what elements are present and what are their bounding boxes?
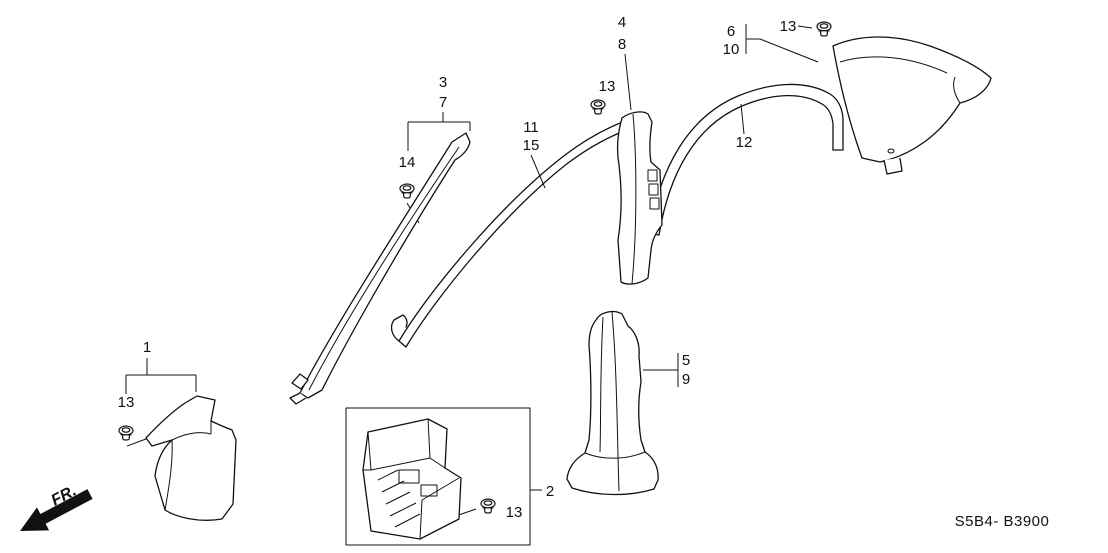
- inner-arc: [658, 94, 834, 236]
- part-bracket-box: [345, 407, 531, 546]
- callout-5: 5: [682, 352, 690, 369]
- inner-edge: [405, 125, 639, 348]
- callout-13-quarter: 13: [780, 18, 797, 35]
- mount-tab: [289, 373, 309, 405]
- detail-line: [839, 56, 961, 104]
- outline: [566, 310, 659, 496]
- detail-line: [631, 113, 637, 285]
- outer-arc: [648, 83, 844, 234]
- detail-line: [308, 146, 460, 391]
- callout-12: 12: [736, 134, 753, 151]
- part-roof-side-weatherstrip: [648, 83, 844, 236]
- callout-6: 6: [727, 23, 735, 40]
- mount-foot: [883, 157, 903, 175]
- part-b-pillar-lower-garnish: [566, 310, 659, 496]
- callout-11: 11: [523, 119, 539, 136]
- outline: [145, 395, 237, 521]
- callout-9: 9: [682, 371, 690, 388]
- cutout: [420, 484, 438, 497]
- vent-slot: [648, 183, 659, 196]
- fastener-clip-icon: [816, 21, 832, 37]
- callout-10: 10: [723, 41, 740, 58]
- outline: [616, 111, 663, 285]
- callout-15: 15: [523, 137, 540, 154]
- vent-slot: [647, 169, 658, 182]
- fastener-clip-icon: [118, 425, 134, 441]
- bottom-hook: [390, 314, 408, 342]
- callout-1: 1: [143, 339, 151, 356]
- callout-14: 14: [399, 154, 416, 171]
- fr-direction-arrow: FR.: [20, 482, 93, 531]
- callout-13-b-pillar: 13: [599, 78, 616, 95]
- outer-edge: [398, 116, 637, 342]
- detail-box: [345, 407, 531, 546]
- vent-slot: [649, 197, 660, 210]
- part-a-pillar-garnish: [289, 132, 471, 405]
- hatch-lines: [377, 469, 421, 528]
- hole-detail: [887, 148, 895, 154]
- detail-line: [584, 311, 646, 492]
- callout-13-bracket: 13: [506, 504, 523, 521]
- fastener-clip-icon: [590, 99, 606, 115]
- part-kick-panel: [145, 395, 237, 521]
- part-quarter-pillar-garnish: [832, 36, 992, 175]
- cutout: [398, 469, 420, 484]
- fastener-clip-icon: [480, 498, 496, 514]
- callout-2: 2: [546, 483, 554, 500]
- end-caps: [398, 116, 639, 348]
- fastener-clip-icon: [399, 183, 415, 199]
- part-b-pillar-upper-garnish: [616, 111, 663, 285]
- outline: [362, 418, 462, 540]
- outline: [299, 132, 471, 399]
- callout-4: 4: [618, 14, 626, 31]
- detail-line: [363, 418, 460, 540]
- callout-13-kick-panel: 13: [118, 394, 135, 411]
- arrow-shape: [20, 489, 93, 531]
- callout-7: 7: [439, 94, 447, 111]
- callout-8: 8: [618, 36, 626, 53]
- diagram-code: S5B4- B3900: [955, 513, 1050, 530]
- outline: [832, 36, 992, 163]
- part-windshield-side-trim: [390, 116, 639, 348]
- callout-3: 3: [439, 74, 447, 91]
- end-caps: [648, 149, 844, 236]
- detail-line: [164, 421, 212, 511]
